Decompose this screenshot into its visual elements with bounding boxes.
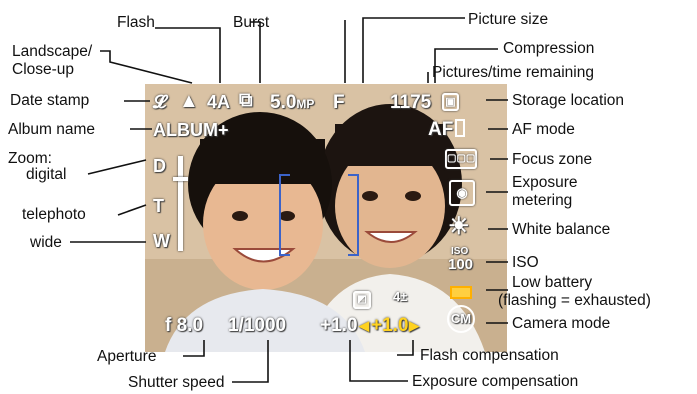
callout-aperture: Aperture: [97, 348, 157, 365]
callout-album-name: Album name: [8, 121, 96, 138]
flash-comp-icon: 4±: [393, 289, 408, 304]
camera-lcd-screen: 𝓛 ▲ 4A ⧉ 5.0MP F 1175 ▣ ALBUM+ AF D T W …: [145, 84, 507, 352]
flash-auto-icon: 4A: [207, 92, 231, 112]
callout-telephoto: telephoto: [22, 206, 86, 223]
children-photo: [145, 84, 507, 352]
callout-camera-mode: Camera mode: [512, 315, 611, 332]
picture-size-value: 5.0MP: [270, 92, 315, 113]
callout-compression: Compression: [503, 40, 595, 57]
callout-low-battery-line1: Low battery: [512, 274, 593, 291]
burst-icon: ⧉: [239, 90, 253, 111]
iso-value: 100: [448, 256, 474, 273]
callout-exposure-line2: metering: [512, 192, 573, 209]
callout-exposure-compensation: Exposure compensation: [412, 373, 579, 390]
callout-flash: Flash: [117, 14, 155, 31]
date-stamp-icon: 𝓛: [153, 92, 167, 112]
storage-location-icon: ▣: [442, 93, 459, 111]
callout-digital: digital: [26, 166, 67, 183]
zoom-wide-label: W: [153, 231, 170, 251]
callout-af-mode: AF mode: [512, 121, 575, 138]
camera-mode-icon: CM: [447, 305, 475, 333]
focus-zone-icon: ▢▢▢: [445, 149, 477, 169]
callout-low-battery-line2: (flashing = exhausted): [498, 292, 651, 309]
flash-comp-right-arrow: ▶: [409, 318, 419, 333]
callout-burst: Burst: [233, 14, 270, 31]
callout-shutter-speed: Shutter speed: [128, 374, 225, 391]
zoom-telephoto-label: T: [153, 196, 164, 216]
flash-comp-left-arrow: ◀: [359, 318, 369, 333]
callout-wide: wide: [30, 234, 62, 251]
zoom-digital-label: D: [153, 156, 166, 176]
af-mode-value: AF: [428, 119, 466, 141]
callout-focus-zone: Focus zone: [512, 151, 593, 168]
callout-white-balance: White balance: [512, 221, 611, 238]
aperture-value: f 8.0: [165, 315, 204, 336]
callout-flash-compensation: Flash compensation: [420, 347, 559, 364]
callout-zoom: Zoom:: [8, 150, 52, 167]
callout-picture-size: Picture size: [468, 11, 549, 28]
callout-landscape-line2: Close-up: [12, 61, 75, 78]
landscape-icon: ▲: [179, 90, 199, 112]
low-battery-icon: [450, 286, 472, 299]
shutter-speed-value: 1/1000: [228, 315, 287, 336]
iso-label: ISO: [451, 246, 469, 257]
callout-exposure-line1: Exposure: [512, 174, 578, 191]
callout-date-stamp: Date stamp: [10, 92, 90, 109]
callout-landscape-line1: Landscape/: [12, 43, 93, 60]
album-name-value: ALBUM+: [153, 120, 229, 140]
pictures-remaining-value: 1175: [390, 92, 432, 113]
flash-comp-value: +1.0: [371, 315, 409, 336]
zoom-bar: [178, 156, 183, 251]
exposure-comp-value: +1.0: [320, 315, 358, 336]
white-balance-icon: ☀: [448, 213, 470, 240]
callout-storage-location: Storage location: [512, 92, 625, 109]
exposure-comp-icon: ◩: [353, 291, 371, 309]
focus-bracket-right: [348, 174, 359, 256]
callout-pictures-remaining: Pictures/time remaining: [432, 64, 594, 81]
compression-value: F: [333, 92, 345, 113]
exposure-metering-icon: ◉: [449, 180, 475, 206]
focus-bracket-left: [279, 174, 290, 256]
zoom-position-indicator: [173, 177, 188, 181]
callout-iso: ISO: [512, 254, 539, 271]
